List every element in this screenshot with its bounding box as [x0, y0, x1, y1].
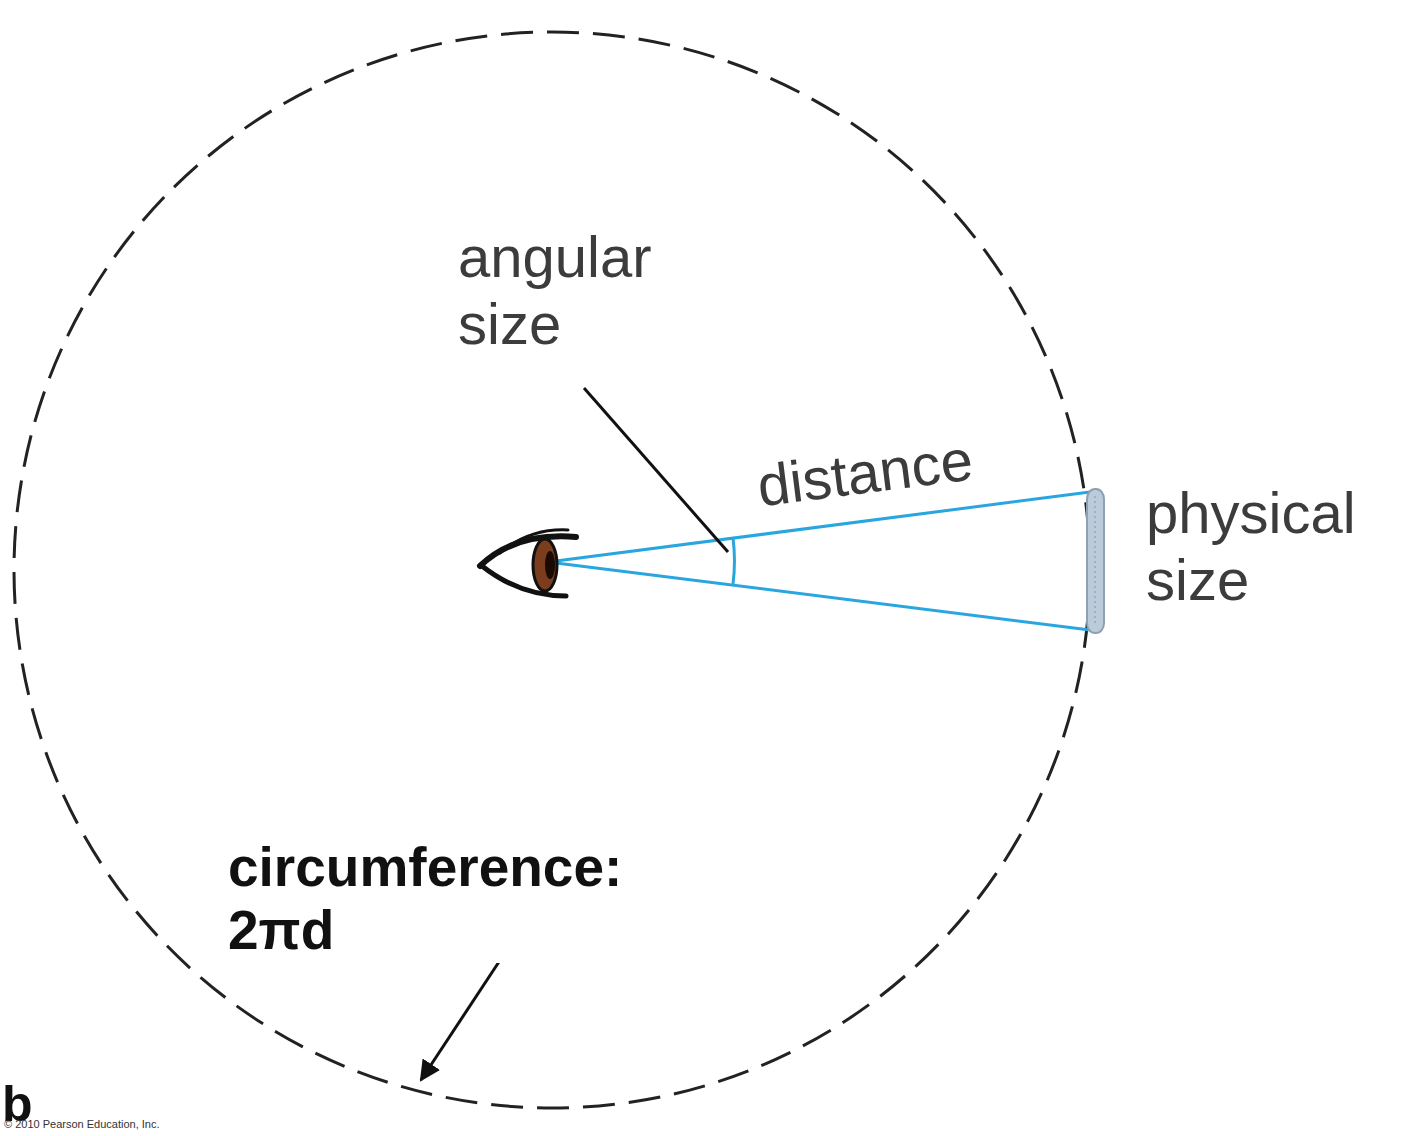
circumference-circle — [14, 32, 1090, 1108]
coin-edge — [1094, 496, 1096, 626]
coin — [1087, 489, 1104, 633]
eye — [480, 530, 576, 596]
circumference-label: circumference: 2πd — [224, 836, 626, 963]
angle-arc — [733, 538, 734, 584]
distance-label: distance — [754, 427, 977, 520]
angle-label: angular size — [458, 224, 651, 357]
size-label: physical size — [1146, 480, 1356, 613]
sight-line — [556, 563, 1090, 630]
leader-line — [584, 388, 728, 552]
copyright-note: © 2010 Pearson Education, Inc. — [4, 1118, 159, 1131]
